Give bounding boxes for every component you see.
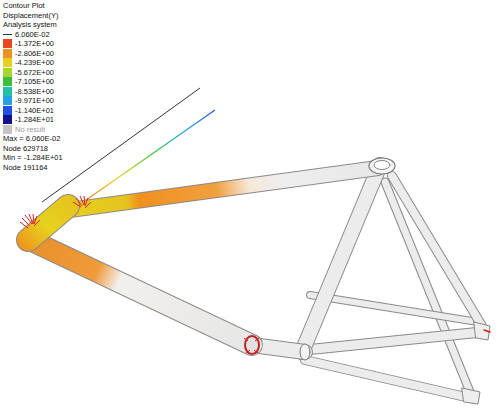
legend-swatch (3, 58, 12, 67)
constraint-symbol (20, 214, 40, 228)
legend-value: 6.060E-02 (15, 30, 50, 39)
bb-end (300, 344, 310, 360)
legend-value: No result (15, 125, 45, 134)
legend-row: -4.239E+00 (3, 58, 123, 67)
extreme-value: Node 191164 (3, 163, 47, 172)
plot-subtitle: Displacement(Y) (3, 11, 58, 20)
legend-value: -1.372E+00 (15, 39, 54, 48)
seat-tube (302, 165, 380, 352)
seat-tube (302, 165, 380, 352)
top-tube (55, 168, 378, 212)
brace (310, 295, 478, 322)
frame-tubes (28, 158, 490, 404)
legend-row: -1.372E+00 (3, 39, 123, 48)
vector-line (42, 88, 200, 202)
extreme-value: Node 629718 (3, 144, 48, 153)
seat-cluster (374, 161, 390, 170)
legend-row: -5.672E+00 (3, 68, 123, 77)
legend-value: -1.284E+01 (15, 115, 54, 124)
legend-row: -1.284E+01 (3, 115, 123, 124)
legend-row: -8.538E+00 (3, 87, 123, 96)
plot-title: Contour Plot (3, 1, 45, 10)
legend-value: -7.105E+00 (15, 77, 54, 86)
dropout (474, 322, 490, 340)
down-tube (30, 240, 252, 345)
legend-value: -1.140E+01 (15, 106, 54, 115)
legend-swatch (3, 87, 12, 96)
legend-swatch (3, 49, 12, 58)
legend-swatch (3, 106, 12, 115)
legend-swatch (3, 39, 12, 48)
chainstay (305, 332, 482, 350)
plot-subtitle: Analysis system (3, 20, 57, 29)
chainstay (305, 360, 470, 398)
legend-value: -8.538E+00 (15, 87, 54, 96)
legend-value: -9.971E+00 (15, 96, 54, 105)
legend-swatch (3, 96, 12, 105)
legend-swatch (3, 115, 12, 124)
legend-value: -4.239E+00 (15, 58, 54, 67)
legend-row: -9.971E+00 (3, 96, 123, 105)
seatstay (392, 176, 482, 326)
legend-row: No result (3, 125, 123, 134)
down-tube (30, 240, 252, 345)
legend-swatch (3, 125, 12, 134)
seat-cluster (369, 158, 395, 174)
legend-row: 6.060E-02 (3, 30, 123, 39)
chainstay (305, 360, 470, 398)
legend-line (3, 34, 12, 35)
legend-value: -5.672E+00 (15, 68, 54, 77)
legend-swatch (3, 77, 12, 86)
chainstay (305, 332, 482, 350)
constraint-mark (484, 330, 490, 332)
legend-swatch (3, 68, 12, 77)
legend-row: -2.806E+00 (3, 49, 123, 58)
legend-value: -2.806E+00 (15, 49, 54, 58)
dropout (462, 388, 480, 404)
constraint-symbol (73, 196, 91, 208)
extreme-value: Max = 6.060E-02 (3, 134, 60, 143)
extreme-value: Min = -1.284E+01 (3, 153, 63, 162)
seatstay (392, 176, 482, 326)
constraint-ring (245, 336, 259, 354)
legend-row: -7.105E+00 (3, 77, 123, 86)
constraint-symbols (20, 196, 259, 353)
brace (310, 295, 478, 322)
top-tube (55, 168, 378, 212)
constraint-symbol (244, 338, 259, 353)
legend-row: -1.140E+01 (3, 106, 123, 115)
